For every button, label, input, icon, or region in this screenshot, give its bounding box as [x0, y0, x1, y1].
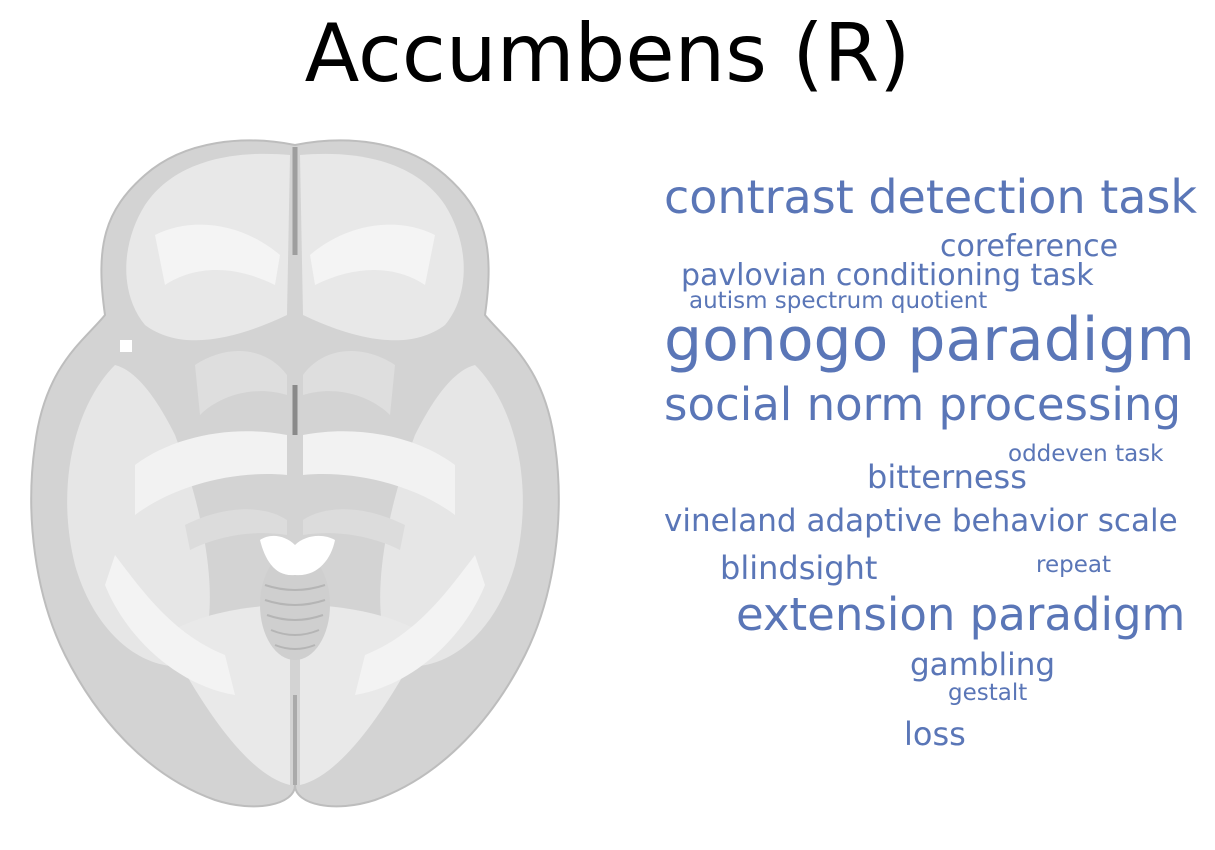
word-cloud-term: autism spectrum quotient	[689, 288, 988, 314]
word-cloud-term: loss	[904, 715, 966, 753]
word-cloud-term: oddeven task	[1008, 441, 1164, 467]
word-cloud-term: pavlovian conditioning task	[681, 258, 1094, 293]
word-cloud-term: blindsight	[720, 549, 878, 587]
word-cloud-term: bitterness	[867, 458, 1027, 496]
brain-slice-image	[30, 139, 560, 808]
word-cloud-term: social norm processing	[664, 378, 1182, 431]
word-cloud-term: coreference	[940, 229, 1119, 264]
word-cloud-term: repeat	[1036, 552, 1111, 578]
word-cloud-term: gonogo paradigm	[664, 305, 1195, 375]
figure-title: Accumbens (R)	[304, 7, 911, 100]
word-cloud-term: contrast detection task	[664, 170, 1198, 224]
word-cloud-term: extension paradigm	[736, 588, 1186, 641]
word-cloud-term: gambling	[910, 647, 1056, 683]
word-cloud-term: vineland adaptive behavior scale	[664, 503, 1178, 539]
word-cloud-term: gestalt	[948, 680, 1028, 706]
